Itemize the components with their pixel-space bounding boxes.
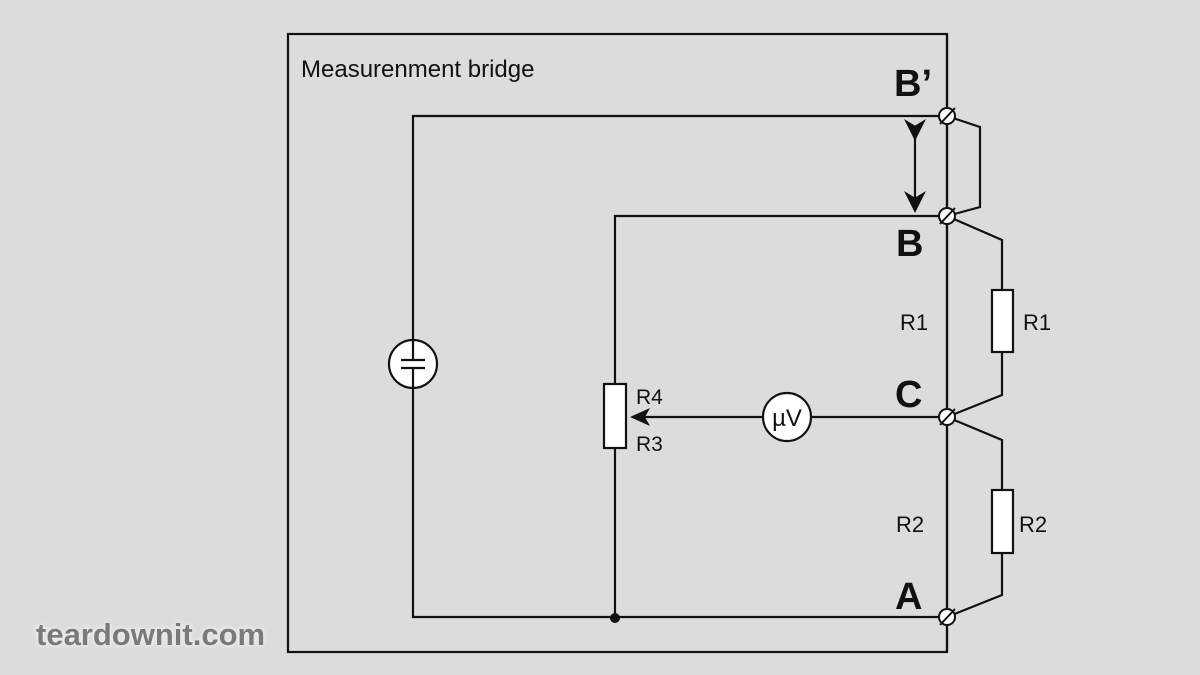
resistor-r1-label: R1 bbox=[1023, 310, 1051, 335]
screw-terminal-b-prime bbox=[938, 107, 956, 125]
watermark: teardownit.com bbox=[36, 617, 266, 652]
enclosure-box bbox=[286, 32, 949, 654]
r1-wire-bottom bbox=[946, 352, 1004, 419]
reference-wire bbox=[613, 214, 947, 617]
terminal-label-b: B bbox=[896, 223, 923, 265]
sense-link-wire bbox=[946, 114, 982, 218]
voltmeter-icon bbox=[761, 391, 813, 443]
inner-label-r2: R2 bbox=[896, 512, 924, 537]
pot-label-r4: R4 bbox=[636, 386, 663, 409]
r1-wire bbox=[946, 214, 1004, 290]
terminal-label-b-prime: B’ bbox=[894, 63, 932, 105]
terminal-label-c: C bbox=[895, 374, 922, 416]
resistor-r2-label: R2 bbox=[1019, 512, 1047, 537]
pot-label-r3: R3 bbox=[636, 433, 663, 456]
potentiometer bbox=[602, 382, 628, 450]
screw-terminal-a bbox=[938, 608, 956, 626]
wiper-arrow-icon bbox=[630, 408, 650, 426]
r2-wire bbox=[946, 415, 1004, 490]
r2-wire-bottom bbox=[946, 553, 1004, 619]
terminal-label-a: A bbox=[895, 576, 922, 618]
screw-terminal-b bbox=[938, 207, 956, 225]
inner-label-r1: R1 bbox=[900, 310, 928, 335]
resistor-r1 bbox=[990, 288, 1015, 354]
screw-terminal-c bbox=[938, 408, 956, 426]
supply-wire bbox=[411, 114, 947, 619]
power-source-icon bbox=[387, 338, 439, 390]
junction-dot bbox=[610, 613, 620, 623]
diagram-title: Measurenment bridge bbox=[301, 56, 534, 83]
voltmeter-label: µV bbox=[772, 405, 802, 432]
resistor-r2 bbox=[990, 488, 1015, 555]
